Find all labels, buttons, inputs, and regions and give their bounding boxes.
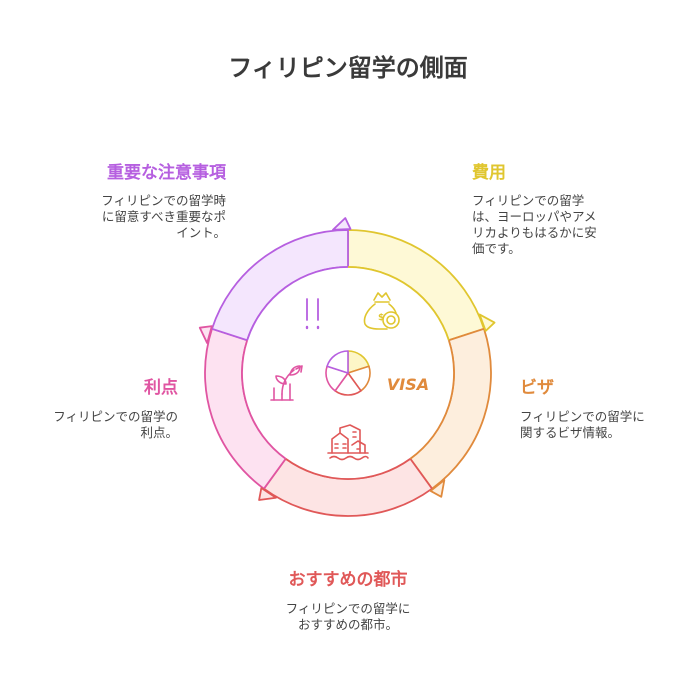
cities-heading: おすすめの都市	[288, 570, 408, 590]
cost-heading: 費用	[472, 163, 506, 183]
notes-heading: 重要な注意事項	[107, 163, 226, 183]
page-title: フィリピン留学の側面	[228, 54, 468, 82]
inner-arc-notes	[246, 266, 349, 341]
inner-arc-benefits	[241, 339, 287, 460]
svg-text:$: $	[378, 313, 384, 323]
benefits-heading: 利点	[144, 378, 178, 398]
money-bag-icon: $	[363, 292, 400, 330]
exclamation-icon	[305, 298, 320, 330]
inner-arc-cities	[285, 458, 411, 480]
arrow-cities	[258, 487, 277, 501]
cities-description: フィリピンでの留学に おすすめの都市。	[285, 601, 411, 632]
city-buildings-icon	[327, 424, 369, 461]
pie-chart-icon	[325, 350, 371, 396]
growing-plant-icon	[270, 365, 303, 401]
benefits-description: フィリピンでの留学の 利点。	[53, 409, 178, 440]
visa-heading: ビザ	[520, 378, 554, 398]
inner-arc-visa	[409, 339, 455, 460]
arrow-cost	[478, 313, 496, 332]
visa-description: フィリピンでの留学に 関するビザ情報。	[520, 409, 645, 440]
cost-description: フィリピンでの留学 は、ヨーロッパやアメ リカよりもはるかに安 価です。	[472, 193, 597, 256]
arrow-benefits	[198, 325, 213, 344]
arrow-visa	[429, 479, 446, 498]
visa-icon: VISA	[387, 375, 429, 394]
arrow-notes	[332, 217, 352, 231]
inner-arc-cost	[347, 266, 450, 341]
notes-description: フィリピンでの留学時 に留意すべき重要なポ イント。	[101, 193, 226, 240]
